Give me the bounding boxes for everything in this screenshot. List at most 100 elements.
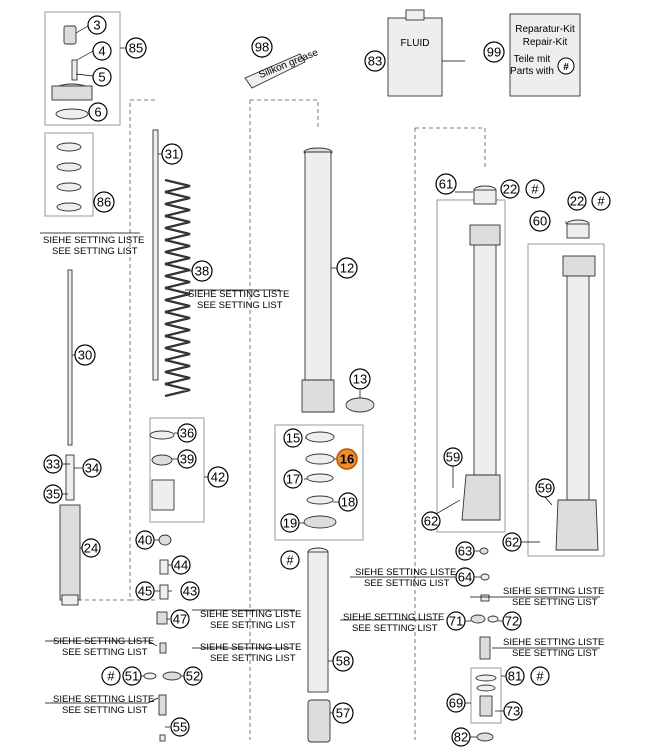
svg-text:#: # (563, 62, 569, 73)
svg-text:98: 98 (255, 40, 269, 55)
callout-39: 39 (177, 449, 197, 469)
callout-99: 99 (483, 41, 505, 63)
part-86-shim-stack (44, 132, 94, 217)
svg-text:81: 81 (508, 669, 522, 684)
svg-text:SIEHE SETTING LISTE: SIEHE SETTING LISTE (503, 586, 604, 597)
leader-lines (62, 25, 567, 738)
svg-text:SIEHE SETTING LISTE: SIEHE SETTING LISTE (355, 567, 456, 578)
setting-note-38: SIEHE SETTING LISTE SEE SETTING LIST (185, 289, 289, 311)
part-24-damper (59, 454, 81, 606)
part-42-preload-assembly (149, 417, 205, 523)
callout-69: 69 (446, 693, 466, 713)
svg-text:SIEHE SETTING LISTE: SIEHE SETTING LISTE (200, 642, 301, 653)
svg-text:24: 24 (84, 541, 98, 556)
svg-text:SEE SETTING LIST: SEE SETTING LIST (364, 578, 450, 589)
part-30-rod (67, 269, 73, 446)
svg-text:63: 63 (458, 544, 472, 559)
svg-text:82: 82 (454, 730, 468, 745)
svg-text:Repair-Kit: Repair-Kit (523, 37, 568, 48)
callout-44: 44 (171, 555, 191, 575)
setting-note-left-1: SIEHE SETTING LISTE SEE SETTING LIST (45, 636, 158, 658)
callout-22-b: 22 (567, 191, 587, 211)
callout-60: 60 (529, 210, 551, 232)
callout-83: 83 (364, 50, 386, 72)
svg-text:71: 71 (449, 614, 463, 629)
part-99-repair-kit: Reparatur-Kit Repair-Kit Teile mit Parts… (509, 13, 581, 97)
svg-text:19: 19 (283, 516, 297, 531)
svg-text:36: 36 (180, 426, 194, 441)
svg-text:69: 69 (449, 696, 463, 711)
svg-text:SIEHE SETTING LISTE: SIEHE SETTING LISTE (53, 636, 154, 647)
svg-text:86: 86 (97, 195, 111, 210)
svg-text:47: 47 (173, 612, 187, 627)
setting-note-left-2: SIEHE SETTING LISTE SEE SETTING LIST (45, 694, 159, 716)
svg-text:58: 58 (336, 654, 350, 669)
svg-text:73: 73 (506, 704, 520, 719)
svg-text:51: 51 (125, 669, 139, 684)
part-85-cap-assembly (44, 11, 121, 126)
svg-text:59: 59 (538, 481, 552, 496)
callout-43: 43 (180, 581, 200, 601)
callout-62-b: 62 (502, 532, 522, 552)
svg-text:SEE SETTING LIST: SEE SETTING LIST (62, 705, 148, 716)
callout-40: 40 (135, 530, 155, 550)
svg-text:34: 34 (85, 461, 99, 476)
callout-45: 45 (135, 581, 155, 601)
svg-text:44: 44 (174, 558, 188, 573)
svg-text:22: 22 (570, 194, 584, 209)
callout-81: 81 (505, 666, 525, 686)
callout-59-a: 59 (443, 447, 463, 467)
callout-19: 19 (280, 513, 300, 533)
setting-note-right-2: SIEHE SETTING LISTE SEE SETTING LIST (492, 637, 604, 659)
callout-35: 35 (43, 484, 63, 504)
svg-text:#: # (107, 669, 115, 684)
callout-24: 24 (81, 538, 101, 558)
svg-text:18: 18 (341, 495, 355, 510)
svg-text:SEE SETTING LIST: SEE SETTING LIST (197, 300, 283, 311)
callout-85: 85 (125, 37, 147, 59)
svg-text:62: 62 (505, 535, 519, 550)
callout-86: 86 (93, 191, 115, 213)
svg-text:SEE SETTING LIST: SEE SETTING LIST (62, 647, 148, 658)
callout-72: 72 (502, 611, 522, 631)
part-61-fork-leg (436, 185, 506, 533)
svg-text:3: 3 (93, 18, 100, 33)
setting-note-71: SIEHE SETTING LISTE SEE SETTING LIST (340, 612, 444, 634)
svg-text:45: 45 (138, 584, 152, 599)
svg-text:#: # (597, 194, 605, 209)
svg-text:SEE SETTING LIST: SEE SETTING LIST (512, 597, 598, 608)
callout-18: 18 (338, 492, 358, 512)
part-83-fluid-bottle: FLUID (387, 9, 443, 97)
svg-text:13: 13 (353, 372, 367, 387)
callout-62-a: 62 (421, 511, 441, 531)
svg-text:60: 60 (533, 214, 547, 229)
setting-note-47: SIEHE SETTING LISTE SEE SETTING LIST (192, 609, 301, 631)
svg-text:39: 39 (180, 452, 194, 467)
part-58-inner-tube (307, 547, 329, 693)
callout-33: 33 (43, 454, 63, 474)
callouts: 3 4 85 5 6 86 31 38 30 33 34 35 24 36 39… (43, 15, 611, 747)
setting-note-86: SIEHE SETTING LISTE SEE SETTING LIST (40, 232, 144, 257)
part-60-fork-leg (527, 219, 605, 557)
svg-text:85: 85 (129, 41, 143, 56)
callout-4: 4 (92, 41, 112, 61)
callout-38: 38 (191, 260, 213, 282)
callout-hash-22-a: # (525, 179, 545, 199)
svg-text:83: 83 (368, 54, 382, 69)
callout-5: 5 (92, 67, 112, 87)
callout-30: 30 (74, 344, 96, 366)
svg-text:#: # (531, 182, 539, 197)
callout-6: 6 (88, 102, 108, 122)
callout-3: 3 (87, 15, 107, 35)
svg-text:SEE SETTING LIST: SEE SETTING LIST (352, 623, 438, 634)
svg-text:4: 4 (98, 44, 105, 59)
svg-text:SIEHE SETTING LISTE: SIEHE SETTING LISTE (503, 637, 604, 648)
svg-text:17: 17 (286, 472, 300, 487)
callout-98: 98 (251, 36, 273, 58)
svg-text:SEE SETTING LIST: SEE SETTING LIST (52, 246, 138, 257)
callout-hash-51: # (101, 666, 121, 686)
svg-text:72: 72 (505, 614, 519, 629)
callout-63: 63 (455, 541, 475, 561)
svg-text:#: # (536, 669, 544, 684)
callout-hash-22-b: # (591, 191, 611, 211)
